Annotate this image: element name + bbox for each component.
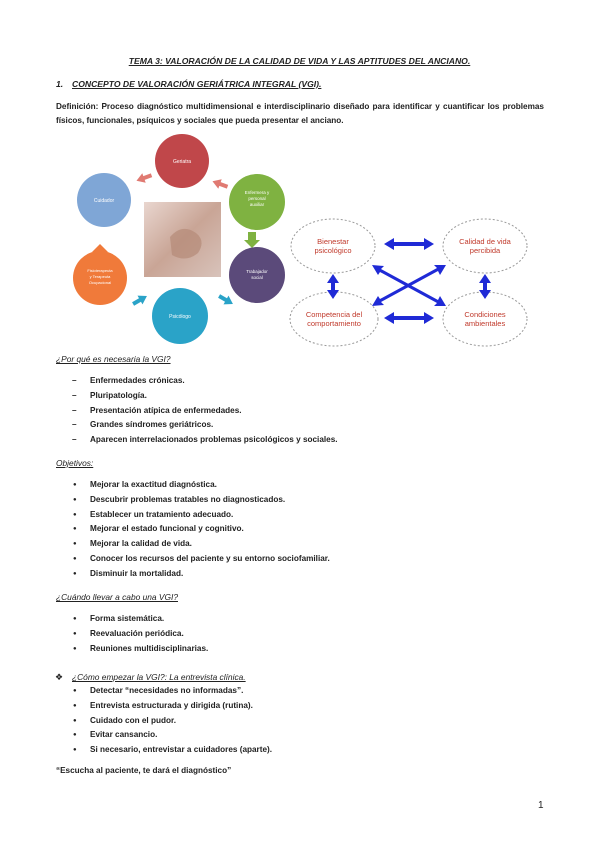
- list-item: Pluripatología.: [72, 389, 338, 404]
- list-item: Presentación atípica de enfermedades.: [72, 404, 338, 419]
- diamond-bullet-icon: ❖: [55, 672, 64, 682]
- arrow-trabajador-psicologo: [218, 294, 233, 305]
- list-item: Conocer los recursos del paciente y su e…: [72, 552, 330, 567]
- node-psicologo: [152, 288, 208, 344]
- arrow-competencia-condiciones: [384, 312, 434, 324]
- node-cuidador-label: Cuidador: [94, 198, 115, 204]
- list-item: Detectar “necesidades no informadas”.: [72, 684, 272, 699]
- relationship-arrows: [327, 238, 491, 324]
- why-list: Enfermedades crónicas. Pluripatología. P…: [72, 374, 338, 448]
- list-item: Reuniones multidisciplinarias.: [72, 642, 208, 657]
- arrow-bienestar-competencia: [327, 274, 339, 299]
- page-title: TEMA 3: VALORACIÓN DE LA CALIDAD DE VIDA…: [128, 56, 471, 66]
- bubble-calidad: [442, 218, 528, 274]
- bubble-bienestar: [290, 218, 376, 274]
- list-item: Si necesario, entrevistar a cuidadores (…: [72, 743, 272, 758]
- hands-photo-detail: [170, 228, 202, 259]
- list-item: Descubrir problemas tratables no diagnos…: [72, 493, 330, 508]
- list-item: Evitar cansancio.: [72, 728, 272, 743]
- arrow-calidad-condiciones: [479, 274, 491, 299]
- node-psicologo-label: Psicólogo: [169, 314, 191, 320]
- node-geriatra-label: Geriatra: [173, 159, 191, 165]
- definition-paragraph: Definición: Proceso diagnóstico multidim…: [56, 102, 544, 125]
- how-heading: ¿Cómo empezar la VGI?: La entrevista clí…: [72, 672, 246, 682]
- list-item: Forma sistemática.: [72, 612, 208, 627]
- list-item: Mejorar la exactitud diagnóstica.: [72, 478, 330, 493]
- list-item: Reevaluación periódica.: [72, 627, 208, 642]
- arrow-geriatra-enfermera: [212, 179, 229, 189]
- arrow-bienestar-calidad: [384, 238, 434, 250]
- arrow-psicologo-fisio: [132, 295, 147, 306]
- node-geriatra: [155, 134, 209, 188]
- section-number: 1.: [56, 79, 64, 89]
- why-heading: ¿Por qué es necesaria la VGI?: [56, 354, 171, 364]
- node-fisio: [73, 251, 127, 305]
- page-number: 1: [538, 800, 544, 811]
- node-cuidador: [77, 173, 131, 227]
- cycle-arrows: [92, 173, 260, 306]
- list-item: Entrevista estructurada y dirigida (ruti…: [72, 699, 272, 714]
- list-item: Mejorar la calidad de vida.: [72, 537, 330, 552]
- list-item: Enfermedades crónicas.: [72, 374, 338, 389]
- objectives-list: Mejorar la exactitud diagnóstica. Descub…: [72, 478, 330, 582]
- node-enfermera: [229, 174, 285, 230]
- arrow-diagonal-2: [372, 265, 446, 306]
- closing-quote: “Escucha al paciente, te dará el diagnós…: [56, 766, 232, 775]
- arrow-cuidador-geriatra: [136, 173, 153, 183]
- list-item: Aparecen interrelacionados problemas psi…: [72, 433, 338, 448]
- list-item: Grandes síndromes geriátricos.: [72, 418, 338, 433]
- section-title: CONCEPTO DE VALORACIÓN GERIÁTRICA INTEGR…: [72, 79, 322, 89]
- list-item: Mejorar el estado funcional y cognitivo.: [72, 522, 330, 537]
- when-heading: ¿Cuándo llevar a cabo una VGI?: [56, 592, 178, 602]
- how-list: Detectar “necesidades no informadas”. En…: [72, 684, 272, 758]
- when-list: Forma sistemática. Reevaluación periódic…: [72, 612, 208, 656]
- arrow-enfermera-trabajador: [244, 232, 260, 248]
- list-item: Cuidado con el pudor.: [72, 714, 272, 729]
- objectives-heading: Objetivos:: [56, 458, 94, 468]
- node-trabajador: [229, 247, 285, 303]
- list-item: Disminuir la mortalidad.: [72, 567, 330, 582]
- list-item: Establecer un tratamiento adecuado.: [72, 508, 330, 523]
- section-heading: 1. CONCEPTO DE VALORACIÓN GERIÁTRICA INTE…: [56, 79, 321, 89]
